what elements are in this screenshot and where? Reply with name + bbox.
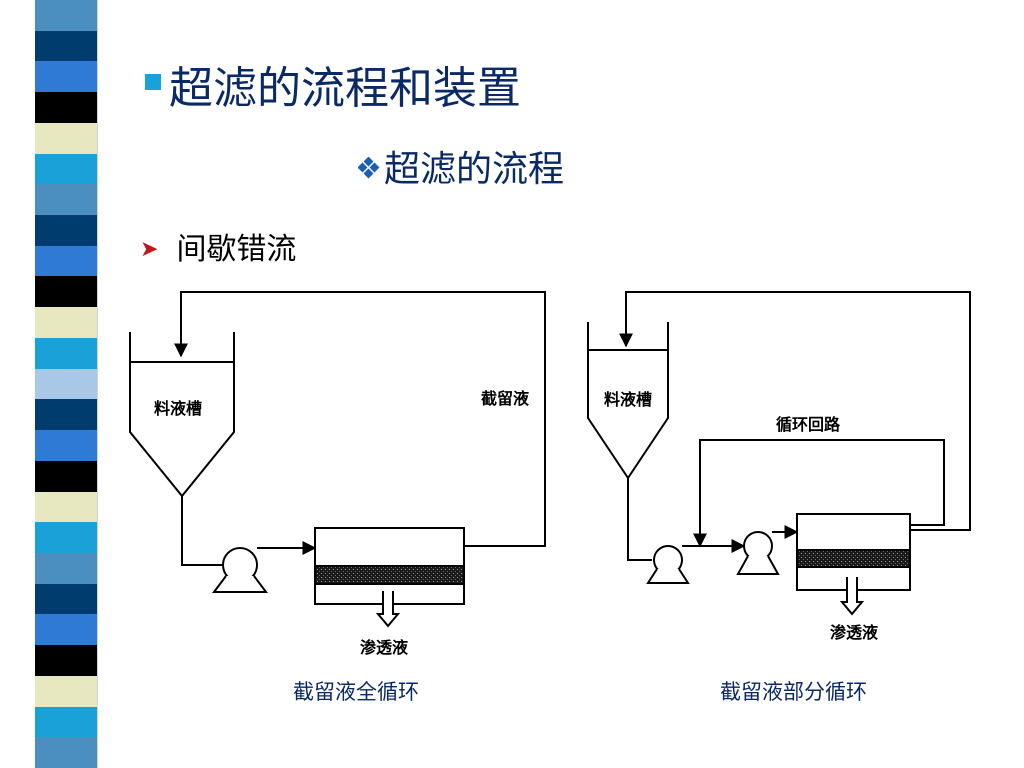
slide-title-block: 超滤的流程和装置 xyxy=(145,52,521,116)
subtitle-block: 超滤的流程 xyxy=(358,140,564,192)
pump-base xyxy=(212,575,268,593)
recirculation-loop xyxy=(693,439,945,548)
square-bullet-icon xyxy=(145,73,161,90)
stripe-band xyxy=(35,491,97,524)
stripe-band xyxy=(35,61,97,94)
stripe-band xyxy=(35,675,97,708)
recirculation-pump xyxy=(743,531,773,561)
bullet-point: ➤ 间歇错流 xyxy=(140,224,296,268)
membrane xyxy=(316,566,463,584)
right-diagram-caption: 截留液部分循环 xyxy=(720,680,867,704)
permeate-outlet xyxy=(839,577,865,616)
left-tank-label: 料液槽 xyxy=(154,399,202,418)
stripe-band xyxy=(35,184,97,217)
decorative-stripe xyxy=(35,0,97,768)
left-permeate-label: 渗透液 xyxy=(360,638,409,657)
feed-line xyxy=(181,496,222,566)
diagram-partial-recirculation xyxy=(587,291,971,616)
feed-line xyxy=(627,478,652,561)
stripe-band xyxy=(35,30,97,63)
stripe-band xyxy=(35,92,97,124)
diagram-full-recirculation xyxy=(129,291,546,628)
stripe-band xyxy=(35,614,97,647)
stripe-band xyxy=(35,215,97,247)
stripe-band xyxy=(35,307,97,339)
stripe-band xyxy=(35,522,97,554)
subtitle-text: 超滤的流程 xyxy=(384,149,565,190)
left-diagram-caption: 截留液全循环 xyxy=(293,680,419,704)
stripe-divider xyxy=(97,0,98,768)
stripe-band xyxy=(35,460,97,493)
stripe-band xyxy=(35,737,97,768)
stripe-band xyxy=(35,276,97,309)
stripe-band xyxy=(35,583,97,616)
stripe-band xyxy=(35,399,97,432)
permeate-outlet xyxy=(375,591,401,628)
recirculation-pump-base xyxy=(736,555,780,575)
retentate-return-line xyxy=(619,291,971,531)
retentate-return-line xyxy=(174,291,546,547)
bullet-text: 间歇错流 xyxy=(176,232,297,267)
left-retentate-label: 截留液 xyxy=(481,389,530,408)
membrane xyxy=(798,550,909,567)
stripe-band xyxy=(35,552,97,585)
diamond-bullet-icon xyxy=(358,157,380,179)
stripe-band xyxy=(35,430,97,462)
right-tank-label: 料液槽 xyxy=(604,390,652,409)
stripe-band xyxy=(35,706,97,739)
slide-title: 超滤的流程和装置 xyxy=(169,63,521,114)
right-permeate-label: 渗透液 xyxy=(830,623,879,642)
stripe-band xyxy=(35,0,97,32)
stripe-band xyxy=(35,122,97,155)
stripe-band xyxy=(35,368,97,401)
arrow-bullet-icon: ➤ xyxy=(140,237,159,262)
stripe-band xyxy=(35,245,97,278)
stripe-band xyxy=(35,645,97,677)
right-loop-label: 循环回路 xyxy=(776,415,841,434)
feed-pump-base xyxy=(646,568,690,584)
stripe-band xyxy=(35,153,97,186)
stripe-band xyxy=(35,337,97,370)
